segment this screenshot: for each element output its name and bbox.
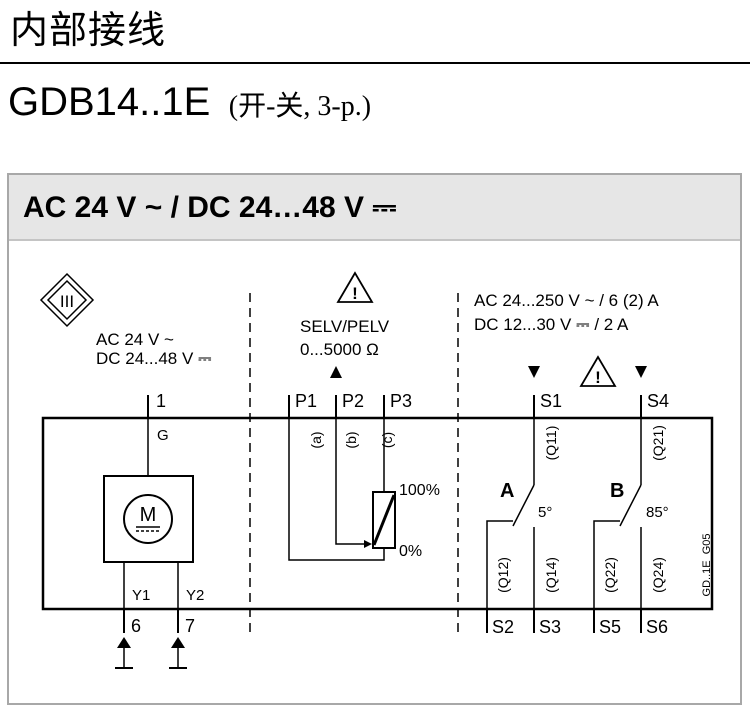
- switch-dc-rating: DC 12...30 V ⎓ / 2 A: [474, 315, 629, 334]
- model-line: GDB14..1E (开-关, 3-p.): [8, 80, 371, 125]
- terminal-7-label: 7: [185, 616, 195, 636]
- terminal-p1-label: P1: [295, 391, 317, 411]
- safety-class-label: III: [60, 292, 74, 311]
- wire-c-label: (c): [379, 432, 395, 448]
- switch-ac-rating: AC 24...250 V ~ / 6 (2) A: [474, 291, 659, 310]
- terminal-s5-label: S5: [599, 617, 621, 637]
- switch-a-label: A: [500, 480, 514, 502]
- safety-class-icon: III: [39, 272, 95, 328]
- switch-a-angle: 5°: [538, 504, 552, 521]
- contact-q24-label: (Q24): [650, 557, 666, 593]
- motor-icon: M: [123, 494, 173, 544]
- supply-dc-label: DC 24...48 V ⎓: [96, 349, 212, 368]
- heading-divider: [0, 62, 750, 64]
- switch-s4-arrow-icon: [635, 366, 647, 378]
- input-arrow-icon-6: [115, 637, 133, 669]
- actuator-housing: [41, 416, 714, 611]
- figure-code: GD..1E_G05: [701, 534, 713, 597]
- panel-header: AC 24 V ~ / DC 24…48 V ⎓: [9, 175, 740, 241]
- motor-label: M: [140, 504, 157, 526]
- terminal-p2-label: P2: [342, 391, 364, 411]
- terminal-s4-label: S4: [647, 391, 669, 411]
- terminal-s3-label: S3: [539, 617, 561, 637]
- contact-q14-label: (Q14): [543, 557, 559, 593]
- warning-mark-potentiometer: !: [352, 284, 358, 303]
- switch-b-label: B: [610, 480, 624, 502]
- pot-min-label: 0%: [399, 543, 422, 560]
- input-arrow-icon-7: [169, 637, 187, 669]
- contact-q11-label: (Q11): [543, 426, 559, 461]
- switch-a-contacts: [486, 418, 535, 609]
- warning-icon-switches: !: [579, 355, 617, 387]
- warning-mark-switches: !: [595, 368, 601, 387]
- contact-q22-label: (Q22): [602, 557, 618, 593]
- contact-q12-label: (Q12): [495, 557, 511, 593]
- terminal-s2-label: S2: [492, 617, 514, 637]
- terminal-s1-label: S1: [540, 391, 562, 411]
- panel-title: AC 24 V ~ / DC 24…48 V ⎓: [23, 191, 397, 224]
- output-arrow-icon: [330, 366, 342, 378]
- wiring-panel: AC 24 V ~ / DC 24…48 V ⎓: [7, 173, 742, 705]
- supply-ac-label: AC 24 V ~: [96, 330, 174, 349]
- terminal-y1-label: Y1: [132, 587, 150, 604]
- wire-a-label: (a): [308, 431, 324, 448]
- terminal-y2-label: Y2: [186, 587, 204, 604]
- switch-b-contacts: [593, 418, 642, 609]
- range-label: 0...5000 Ω: [300, 340, 379, 359]
- motor-box: [103, 475, 194, 563]
- potentiometer-icon: [372, 491, 396, 549]
- page-heading: 内部接线: [10, 8, 167, 52]
- warning-icon-potentiometer: !: [336, 271, 374, 303]
- terminal-p3-label: P3: [390, 391, 412, 411]
- model-subtitle: (开-关, 3-p.): [228, 91, 372, 122]
- terminal-g-label: G: [157, 427, 169, 444]
- switch-b-angle: 85°: [646, 504, 669, 521]
- terminal-s6-label: S6: [646, 617, 668, 637]
- wire-b-label: (b): [343, 431, 359, 448]
- terminal-1-label: 1: [156, 391, 166, 411]
- selv-label: SELV/PELV: [300, 317, 390, 336]
- terminal-6-label: 6: [131, 616, 141, 636]
- model-code: GDB14..1E: [8, 80, 211, 124]
- switch-s1-arrow-icon: [528, 366, 540, 378]
- contact-q21-label: (Q21): [650, 425, 666, 461]
- pot-max-label: 100%: [399, 482, 440, 499]
